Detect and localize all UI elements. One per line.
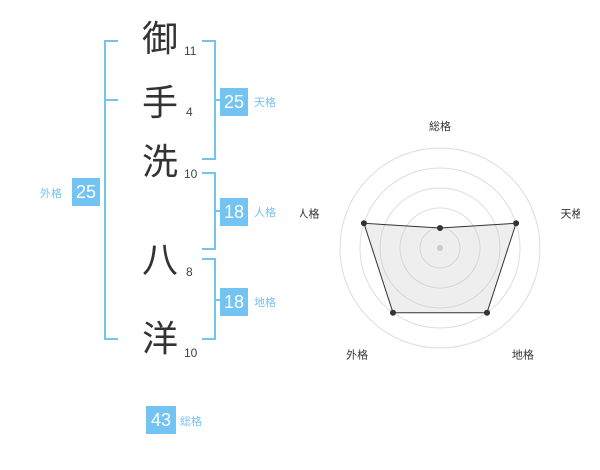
soukaku-label: 総格: [180, 415, 202, 428]
radar-axis-label: 地格: [512, 348, 534, 362]
radar-point: [484, 309, 491, 316]
chikaku-value-badge: 18: [220, 288, 248, 316]
stroke-count-1: 11: [184, 44, 197, 58]
tenkaku-tick: [214, 99, 222, 101]
name-char-3: 洗: [142, 142, 179, 183]
gaikaku-bracket: [104, 40, 118, 340]
radar-point: [360, 220, 367, 227]
jinkaku-label: 人格: [254, 206, 276, 219]
name-char-5: 洋: [142, 319, 179, 360]
radar-point: [389, 309, 396, 316]
radar-ring: [399, 207, 481, 289]
radar-axis-label: 人格: [300, 206, 319, 220]
stroke-count-3: 10: [184, 167, 198, 181]
name-char-1: 御: [142, 19, 179, 60]
radar-point: [513, 220, 520, 227]
radar-ring: [359, 167, 521, 329]
radar-ring: [339, 147, 541, 349]
gaikaku-label: 外格: [40, 187, 62, 200]
stroke-count-2: 4: [186, 105, 193, 119]
stroke-count-4: 8: [186, 265, 193, 279]
jinkaku-value-badge: 18: [220, 198, 248, 226]
radar-axis-label: 天格: [561, 206, 580, 220]
gaikaku-value-badge: 25: [72, 178, 100, 206]
gaikaku-tick: [104, 99, 118, 101]
radar-point: [437, 225, 443, 231]
radar-polygon: [363, 222, 517, 314]
radar-axis-label: 総格: [429, 119, 451, 133]
stroke-count-5: 10: [184, 346, 198, 360]
soukaku-value-badge: 43: [146, 406, 176, 434]
chikaku-label: 地格: [254, 296, 276, 309]
radar-center: [437, 245, 443, 251]
radar-axis-label: 外格: [346, 348, 368, 362]
chikaku-tick: [214, 299, 222, 301]
tenkaku-value-badge: 25: [220, 88, 248, 116]
jinkaku-tick: [214, 210, 222, 212]
name-char-4: 八: [142, 240, 179, 281]
tenkaku-label: 天格: [254, 96, 276, 109]
name-char-2: 手: [142, 83, 179, 124]
radar-ring: [379, 187, 501, 309]
